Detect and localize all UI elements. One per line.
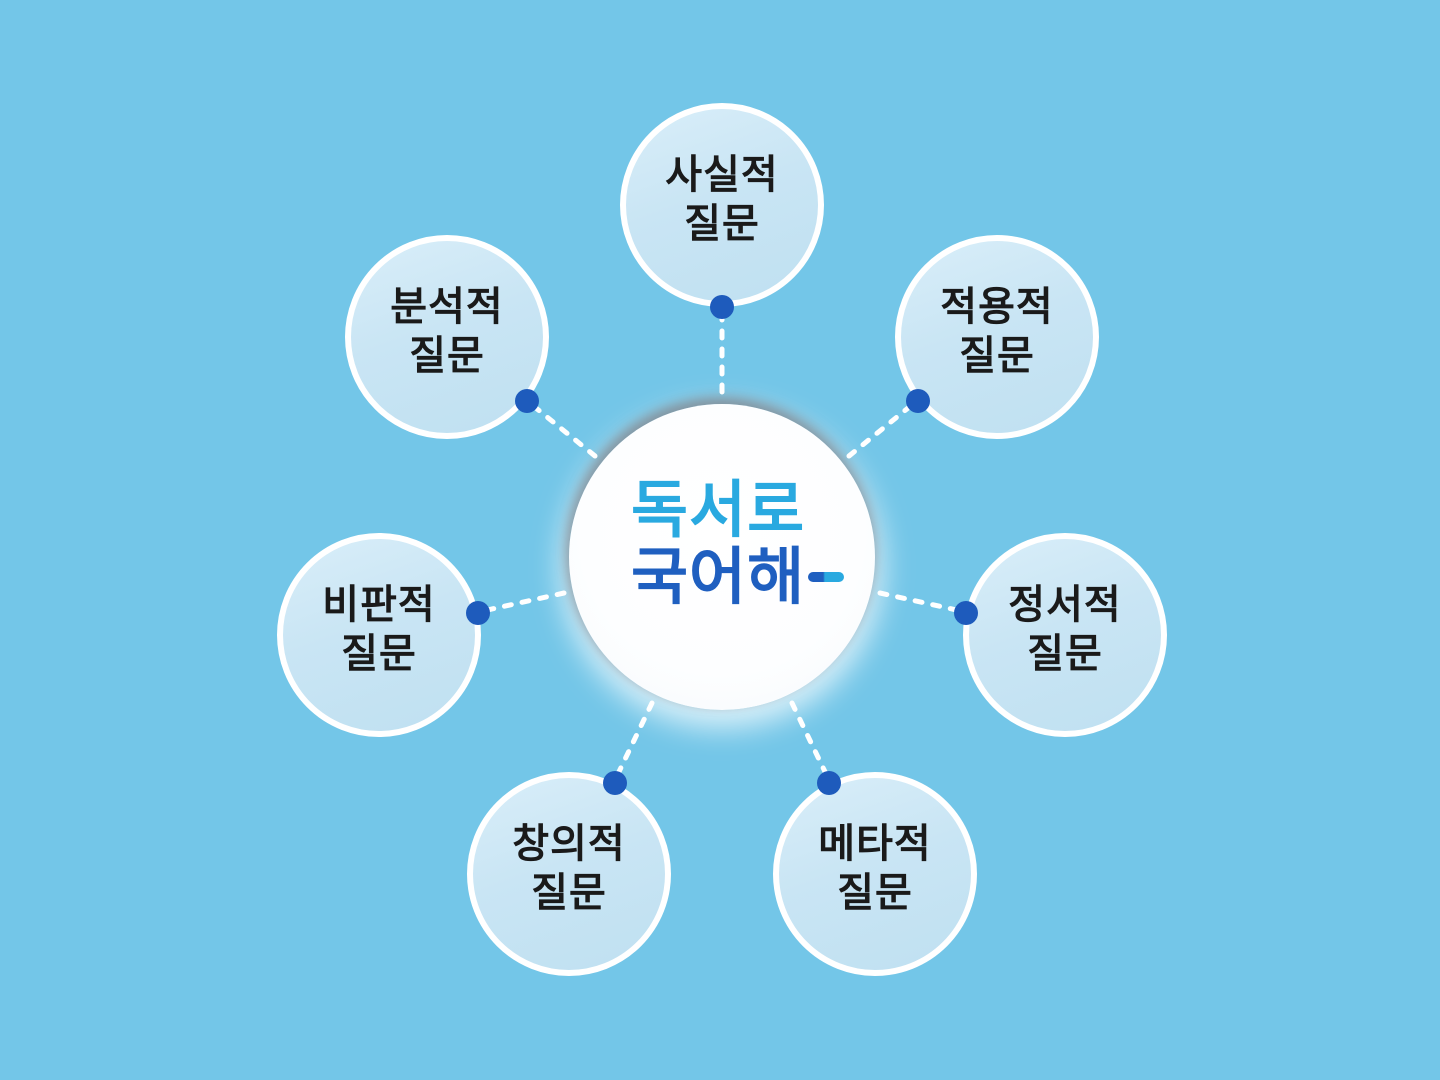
node-top-left: 분석적 질문: [345, 235, 549, 439]
logo-line2-text: 국어해: [631, 540, 806, 613]
connector-line-bottom-right: [789, 700, 831, 781]
node-bottom-right: 메타적 질문: [773, 772, 977, 976]
logo-line1: 독서로: [631, 473, 806, 546]
connector-line-left: [480, 590, 567, 614]
connector-line-top-right: [846, 401, 916, 459]
node-right: 정서적 질문: [963, 533, 1167, 737]
node-bottom-right-label: 메타적 질문: [818, 820, 932, 916]
connector-line-bottom-left: [613, 700, 655, 781]
connector-line-right: [877, 590, 964, 614]
node-top: 사실적 질문: [620, 103, 824, 307]
node-top-right-label: 적용적 질문: [940, 283, 1054, 379]
node-left: 비판적 질문: [277, 533, 481, 737]
node-top-right: 적용적 질문: [895, 235, 1099, 439]
node-bottom-left: 창의적 질문: [467, 772, 671, 976]
node-right-label: 정서적 질문: [1008, 581, 1122, 677]
node-bottom-left-label: 창의적 질문: [512, 820, 626, 916]
center-node: 독서로 국어해: [569, 404, 875, 710]
node-left-label: 비판적 질문: [322, 581, 436, 677]
node-top-label: 사실적 질문: [665, 151, 779, 247]
logo-line2: 국어해: [631, 540, 845, 613]
logo-dash-icon: [808, 571, 845, 582]
logo: 독서로 국어해: [631, 473, 845, 613]
connector-line-top-left: [528, 401, 598, 459]
node-top-left-label: 분석적 질문: [390, 283, 504, 379]
